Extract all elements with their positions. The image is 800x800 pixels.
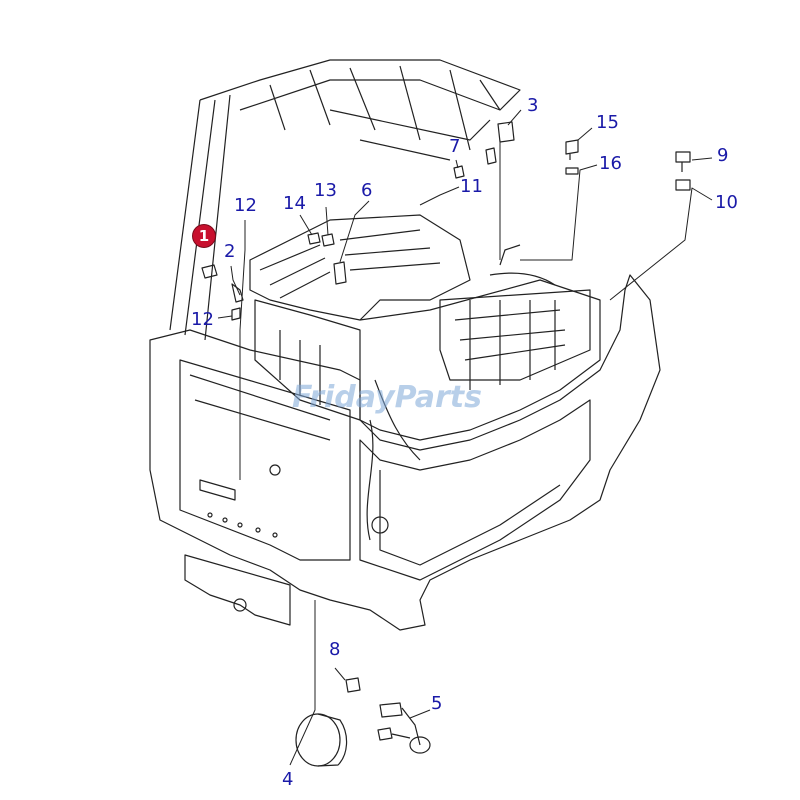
leader-12a <box>239 220 246 480</box>
part-6 <box>333 261 347 285</box>
callout-1[interactable]: 1 <box>193 225 215 247</box>
callout-12-top[interactable]: 12 <box>234 195 257 216</box>
part-7 <box>453 165 465 179</box>
part-4-lamp <box>295 713 341 767</box>
callout-15[interactable]: 15 <box>596 112 619 133</box>
lower-compartment <box>359 399 591 581</box>
part-12-clip <box>231 307 241 321</box>
roof-ribs <box>269 65 501 151</box>
callout-2[interactable]: 2 <box>224 241 236 262</box>
callout-12-left[interactable]: 12 <box>191 309 214 330</box>
part-14 <box>307 232 321 245</box>
leader-6 <box>339 200 370 263</box>
leader-8 <box>334 667 346 681</box>
leader-11 <box>419 186 460 206</box>
callout-7[interactable]: 7 <box>449 136 461 157</box>
callout-13[interactable]: 13 <box>314 180 337 201</box>
part-11 <box>485 147 497 165</box>
leader-15 <box>577 127 593 141</box>
callout-14[interactable]: 14 <box>283 193 306 214</box>
callout-10[interactable]: 10 <box>715 192 738 213</box>
roof-frame <box>199 59 521 111</box>
watermark: FridayParts <box>292 380 482 415</box>
cab-pillar <box>169 94 231 341</box>
part-13 <box>321 233 335 247</box>
leader-14 <box>299 214 313 236</box>
leader-12b <box>217 315 233 319</box>
engine-hood <box>249 214 471 321</box>
callout-5[interactable]: 5 <box>431 693 443 714</box>
leader-5 <box>409 709 431 719</box>
callout-3[interactable]: 3 <box>527 95 539 116</box>
part-10 <box>675 179 691 191</box>
callout-4[interactable]: 4 <box>282 769 294 790</box>
callout-9[interactable]: 9 <box>717 145 729 166</box>
inner-compartment <box>359 279 601 441</box>
leader-4 <box>289 600 316 766</box>
leader-2 <box>230 265 241 296</box>
leader-16 <box>520 164 598 261</box>
part-16 <box>565 167 579 175</box>
part-1 <box>201 264 218 279</box>
front-panel <box>179 359 351 561</box>
callout-8[interactable]: 8 <box>329 639 341 660</box>
callout-6[interactable]: 6 <box>361 180 373 201</box>
wiring-harness <box>366 379 421 541</box>
lamp-bracket <box>184 554 291 626</box>
part-5-harness <box>377 702 421 746</box>
leader-10 <box>609 187 713 301</box>
part-3 <box>497 121 515 143</box>
callout-16[interactable]: 16 <box>599 153 622 174</box>
leader-13 <box>325 206 329 236</box>
part-8 <box>345 677 361 693</box>
frame-outline <box>149 274 661 631</box>
callout-11[interactable]: 11 <box>460 176 483 197</box>
part-9 <box>675 151 691 172</box>
part-2 <box>231 283 244 303</box>
leader-9 <box>691 157 713 161</box>
part-15 <box>565 139 579 160</box>
